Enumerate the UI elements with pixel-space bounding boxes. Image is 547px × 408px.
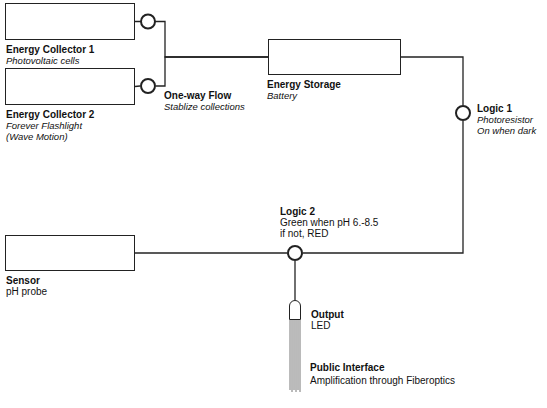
node-heading: Energy Collector 1 bbox=[6, 44, 94, 55]
node-description: Photoresistor bbox=[477, 114, 536, 125]
node-description: On when dark bbox=[477, 125, 536, 136]
node-caption: One-way FlowStablize collections bbox=[164, 90, 245, 112]
connector-wire bbox=[135, 252, 287, 253]
node-caption: Energy Collector 1Photovoltaic cells bbox=[6, 44, 94, 66]
node-caption: Logic 1PhotoresistorOn when dark bbox=[477, 103, 536, 136]
collector-box: Energy Collector 2Forever Flashlight(Wav… bbox=[5, 68, 135, 105]
oneway-symbol bbox=[141, 15, 155, 29]
node-description: if not, RED bbox=[280, 228, 378, 239]
logic-circle: Logic 2Green when pH 6.-8.5if not, RED bbox=[287, 245, 303, 261]
node-description: (Wave Motion) bbox=[6, 131, 94, 142]
fiber-bundle bbox=[290, 320, 300, 392]
node-heading: Logic 1 bbox=[477, 103, 536, 114]
logic-circle: Logic 1PhotoresistorOn when dark bbox=[455, 105, 471, 121]
node-description: Battery bbox=[267, 90, 341, 101]
node-description: Forever Flashlight bbox=[6, 120, 94, 131]
node-heading: Energy Collector 2 bbox=[6, 109, 94, 120]
node-description: Photovoltaic cells bbox=[6, 55, 94, 66]
node-description: Stablize collections bbox=[164, 101, 245, 112]
connector-wire bbox=[294, 261, 295, 300]
node-caption: Logic 2Green when pH 6.-8.5if not, RED bbox=[280, 206, 378, 239]
node-heading: Logic 2 bbox=[280, 206, 378, 217]
node-description: LED bbox=[311, 320, 344, 331]
connector-wire bbox=[156, 57, 268, 86]
node-heading: One-way Flow bbox=[164, 90, 245, 101]
node-heading: Energy Storage bbox=[267, 79, 341, 90]
node-caption: SensorpH probe bbox=[6, 275, 47, 297]
node-heading: Sensor bbox=[6, 275, 47, 286]
node-caption: Energy StorageBattery bbox=[267, 79, 341, 101]
fiber-strand bbox=[294, 320, 295, 390]
fiber-strand bbox=[298, 320, 299, 390]
node-description: Green when pH 6.-8.5 bbox=[280, 217, 378, 228]
connector-wire bbox=[135, 22, 268, 58]
connector-wire bbox=[401, 57, 463, 105]
fiber-strand bbox=[292, 320, 293, 392]
fiber-strand bbox=[296, 320, 297, 392]
fiber-strand bbox=[300, 320, 301, 392]
fiber-strand bbox=[290, 320, 291, 390]
node-description: pH probe bbox=[6, 286, 47, 297]
node-caption: Energy Collector 2Forever Flashlight(Wav… bbox=[6, 109, 94, 142]
interface-label: Public Interface bbox=[310, 362, 384, 373]
collector-box: Energy Collector 1Photovoltaic cells bbox=[5, 3, 135, 40]
oneway-circle: One-way FlowStablize collections bbox=[140, 78, 156, 94]
node-heading: Output bbox=[311, 309, 344, 320]
sensor-box: SensorpH probe bbox=[5, 235, 135, 271]
led-output: OutputLED bbox=[289, 300, 301, 320]
storage-box: Energy StorageBattery bbox=[268, 39, 401, 75]
interface-label: Amplification through Fiberoptics bbox=[310, 375, 455, 386]
node-caption: OutputLED bbox=[311, 309, 344, 331]
